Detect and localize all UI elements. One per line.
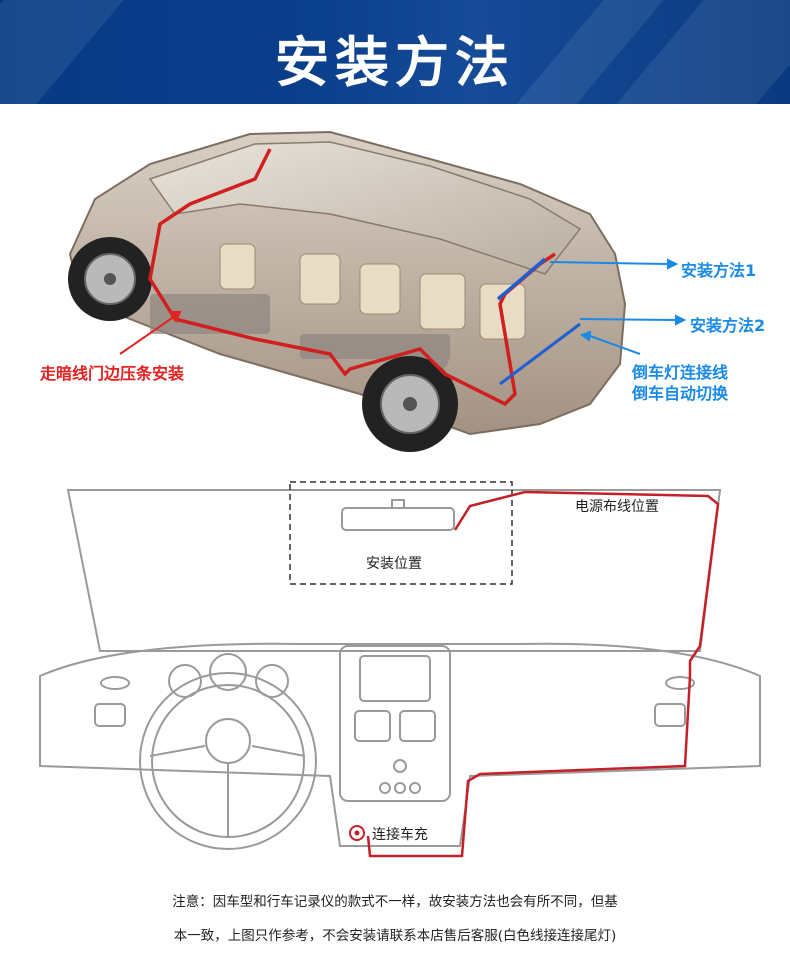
dashboard-diagram: 电源布线位置 安装位置 连接车充 [0, 476, 790, 876]
label-power-routing: 电源布线位置 [575, 496, 659, 516]
note-line-2: 本一致，上图只作参考，不会安装请联系本店售后客服(白色线接连接尾灯) [0, 924, 790, 944]
label-hidden-wire-door: 走暗线门边压条安装 [40, 360, 184, 384]
label-connect-charger: 连接车充 [372, 824, 428, 844]
label-reverse-auto-switch: 倒车自动切换 [632, 380, 728, 404]
dashboard-drawing [0, 476, 790, 876]
car-drawing [0, 104, 790, 474]
header-banner: 安装方法 [0, 0, 790, 104]
car-cutaway-illustration: 安装方法1 安装方法2 倒车灯连接线 倒车自动切换 走暗线门边压条安装 [0, 104, 790, 474]
label-install-method-2: 安装方法2 [690, 312, 765, 336]
page-title: 安装方法 [0, 18, 790, 97]
label-install-position: 安装位置 [366, 553, 422, 573]
front-wheel [68, 237, 152, 321]
note-line-1: 注意：因车型和行车记录仪的款式不一样，故安装方法也会有所不同，但基 [0, 890, 790, 910]
label-install-method-1: 安装方法1 [681, 257, 756, 281]
